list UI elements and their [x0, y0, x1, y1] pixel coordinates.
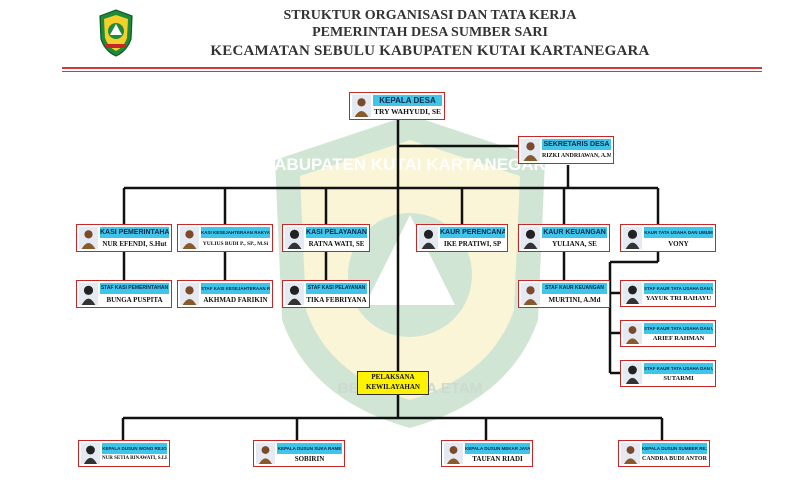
- person-photo-icon: [180, 227, 199, 249]
- person-name: MURTINI, A.Md: [548, 296, 601, 304]
- box-staf-pelayanan: STAF KASI PELAYANAN TIKA FEBRIYANA: [282, 280, 370, 308]
- box-kasi-pelayanan: KASI PELAYANAN RATNA WATI, SE: [282, 224, 370, 252]
- title-line-2: PEMERINTAH DESA SUMBER SARI: [312, 25, 548, 40]
- watermark-top-text: KABUPATEN KUTAI KARTANEGARA: [262, 155, 558, 174]
- person-name: TAUFAN RIADI: [472, 455, 523, 463]
- person-name: TRY WAHYUDI, SE: [373, 107, 442, 116]
- role-label: KASI PELAYANAN: [306, 227, 367, 238]
- box-kaur-keuangan: KAUR KEUANGAN YULIANA, SE: [518, 224, 610, 252]
- person-photo-icon: [444, 443, 463, 464]
- role-label: STAF KAUR KEUANGAN: [542, 283, 607, 294]
- person-photo-icon: [623, 363, 642, 384]
- pelaksana-line-2: KEWILAYAHAN: [366, 383, 420, 391]
- person-photo-icon: [521, 139, 540, 161]
- person-photo-icon: [419, 227, 438, 249]
- person-photo-icon: [623, 283, 642, 304]
- role-label: KEPALA DUSUN SUKA RAME: [277, 443, 342, 454]
- role-label: STAF KASI KESEJAHTERAAN RAKYAT: [201, 283, 270, 294]
- box-kasi-pemerintahan: KASI PEMERINTAHAN NUR EFENDI, S.Hut: [76, 224, 172, 252]
- person-photo-icon: [79, 227, 98, 249]
- role-label: KEPALA DUSUN WONO REJO: [102, 443, 167, 454]
- box-staf-tu-3: STAF KAUR TATA USAHA DAN UMUM SUTARMI: [620, 360, 716, 387]
- person-photo-icon: [81, 443, 100, 464]
- role-label: STAF KAUR TATA USAHA DAN UMUM: [644, 323, 713, 334]
- box-kadus-mekar-jaya: KEPALA DUSUN MEKAR JAYA TAUFAN RIADI: [441, 440, 533, 467]
- role-label: KASI KESEJAHTERAAN RAKYAT: [201, 227, 270, 238]
- person-name: VONY: [668, 240, 689, 248]
- role-label: KAUR PERENCANAAN: [440, 227, 505, 238]
- person-name: ARIEF RAHMAN: [652, 335, 705, 342]
- box-staf-keuangan: STAF KAUR KEUANGAN MURTINI, A.Md: [518, 280, 610, 308]
- box-pelaksana-kewilayahan: PELAKSANA KEWILAYAHAN: [357, 371, 429, 395]
- header-divider-thin: [62, 71, 762, 72]
- person-photo-icon: [521, 227, 540, 249]
- role-label: STAF KAUR TATA USAHA DAN UMUM: [644, 363, 713, 374]
- pelaksana-line-1: PELAKSANA: [371, 373, 415, 381]
- person-photo-icon: [285, 283, 304, 305]
- person-photo-icon: [352, 95, 371, 117]
- person-photo-icon: [256, 443, 275, 464]
- person-photo-icon: [623, 227, 642, 249]
- role-label: KEPALA DUSUN SUMBER REJO: [642, 443, 707, 454]
- title-line-1: STRUKTUR ORGANISASI DAN TATA KERJA: [283, 8, 577, 23]
- watermark-emblem: KABUPATEN KUTAI KARTANEGARA BENA BENUA E…: [262, 115, 558, 428]
- box-sekretaris-desa: SEKRETARIS DESA RIZKI ANDRIAWAN, A.Md: [518, 136, 614, 164]
- role-label: KASI PEMERINTAHAN: [100, 227, 169, 238]
- role-label: KAUR TATA USAHA DAN UMUM: [644, 227, 713, 238]
- box-kadus-wono-rejo: KEPALA DUSUN WONO REJO NUR SETIA RINAWAT…: [78, 440, 170, 467]
- box-kadus-suka-rame: KEPALA DUSUN SUKA RAME SOBIRIN: [253, 440, 345, 467]
- person-name: SUTARMI: [663, 375, 694, 382]
- role-label: KEPALA DUSUN MEKAR JAYA: [465, 443, 530, 454]
- role-label: STAF KASI PELAYANAN: [306, 283, 367, 294]
- box-kaur-perencanaan: KAUR PERENCANAAN IKE PRATIWI, SP: [416, 224, 508, 252]
- person-name: YULIUS BUDI P., SP., M.Si: [202, 241, 269, 247]
- role-label: STAF KASI PEMERINTAHAN: [100, 283, 169, 294]
- box-staf-pemerintahan: STAF KASI PEMERINTAHAN BUNGA PUSPITA: [76, 280, 172, 308]
- person-name: YAYUK TRI RAHAYU: [645, 295, 712, 302]
- kutai-kartanegara-emblem-logo: [99, 9, 133, 57]
- role-label: KEPALA DESA: [373, 95, 442, 106]
- box-staf-tu-1: STAF KAUR TATA USAHA DAN UMUM YAYUK TRI …: [620, 280, 716, 307]
- person-photo-icon: [623, 323, 642, 344]
- person-name: IKE PRATIWI, SP: [443, 240, 502, 248]
- title-line-3: KECAMATAN SEBULU KABUPATEN KUTAI KARTANE…: [210, 43, 650, 59]
- person-photo-icon: [521, 283, 540, 305]
- person-photo-icon: [285, 227, 304, 249]
- person-name: BUNGA PUSPITA: [106, 296, 163, 304]
- role-label: SEKRETARIS DESA: [542, 139, 611, 150]
- person-photo-icon: [621, 443, 640, 464]
- person-name: NUR EFENDI, S.Hut: [102, 240, 167, 248]
- box-kadus-sumber-rejo: KEPALA DUSUN SUMBER REJO CANDRA BUDI ANT…: [618, 440, 710, 467]
- person-name: CANDRA BUDI ANTORO: [642, 456, 707, 462]
- person-name: YULIANA, SE: [552, 240, 597, 248]
- box-kasi-kesejahteraan: KASI KESEJAHTERAAN RAKYAT YULIUS BUDI P.…: [177, 224, 273, 252]
- role-label: KAUR KEUANGAN: [542, 227, 607, 238]
- person-name: RATNA WATI, SE: [308, 240, 365, 248]
- role-label: STAF KAUR TATA USAHA DAN UMUM: [644, 283, 713, 294]
- box-staf-tu-2: STAF KAUR TATA USAHA DAN UMUM ARIEF RAHM…: [620, 320, 716, 347]
- person-name: RIZKI ANDRIAWAN, A.Md: [542, 153, 611, 159]
- box-staf-kesejahteraan: STAF KASI KESEJAHTERAAN RAKYAT AKHMAD FA…: [177, 280, 273, 308]
- header-divider: [62, 67, 762, 69]
- box-kaur-tu-umum: KAUR TATA USAHA DAN UMUM VONY: [620, 224, 716, 252]
- person-name: TIKA FEBRIYANA: [306, 296, 367, 304]
- person-name: SOBIRIN: [294, 455, 325, 463]
- person-photo-icon: [79, 283, 98, 305]
- person-name: AKHMAD FARIKIN: [203, 296, 268, 304]
- person-name: NUR SETIA RINAWATI, S.I.P: [102, 456, 167, 461]
- person-photo-icon: [180, 283, 199, 305]
- box-kepala-desa: KEPALA DESA TRY WAHYUDI, SE: [349, 92, 445, 120]
